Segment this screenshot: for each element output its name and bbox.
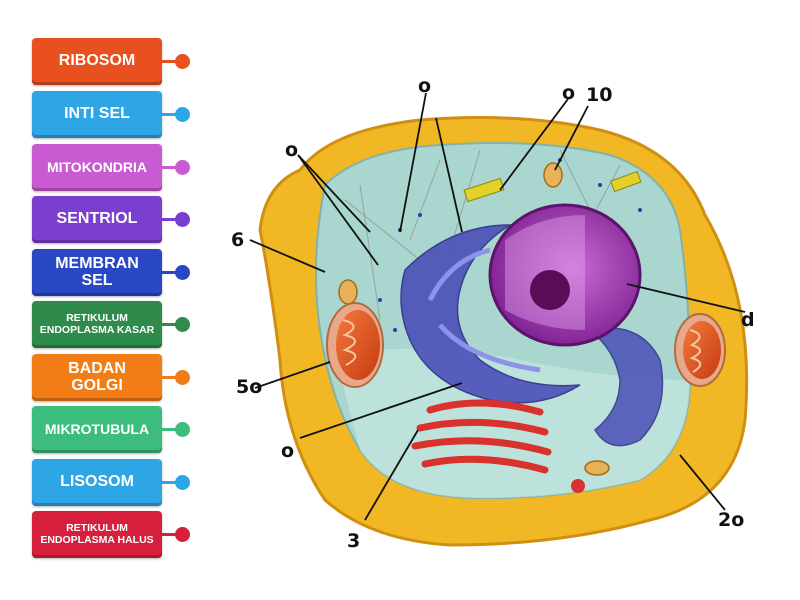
marker-2[interactable]: o	[562, 82, 575, 104]
centriole-shape	[463, 170, 642, 203]
label-drag-handle[interactable]	[175, 317, 190, 332]
label-badan-golgi[interactable]: BADAN GOLGI	[32, 354, 190, 401]
marker-1[interactable]: o	[418, 75, 431, 97]
label-connector-line	[162, 533, 180, 536]
label-membran-sel[interactable]: MEMBRAN SEL	[32, 249, 190, 296]
label-connector-line	[162, 218, 180, 221]
label-inti-sel[interactable]: INTI SEL	[32, 91, 190, 138]
marker-10[interactable]: 3	[347, 530, 360, 552]
label-drag-handle[interactable]	[175, 107, 190, 122]
leader-lines	[249, 92, 746, 521]
label-lisosom[interactable]: LISOSOM	[32, 459, 190, 506]
label-connector-line	[162, 481, 180, 484]
marker-3[interactable]: o	[285, 139, 298, 161]
label-drag-handle[interactable]	[175, 54, 190, 69]
golgi-shape	[411, 399, 552, 474]
label-drag-handle[interactable]	[175, 527, 190, 542]
rough-er-shape	[400, 224, 664, 447]
label-retikulum-endoplasma-kasar[interactable]: RETIKULUM ENDOPLASMA KASAR	[32, 301, 190, 348]
label-connector-line	[162, 166, 180, 169]
marker-11[interactable]: 2o	[718, 509, 744, 531]
label-retikulum-endoplasma-halus[interactable]: RETIKULUM ENDOPLASMA HALUS	[32, 511, 190, 558]
label-connector-line	[162, 60, 180, 63]
label-mikrotubula[interactable]: MIKROTUBULA	[32, 406, 190, 453]
label-mitokondria[interactable]: MITOKONDRIA	[32, 144, 190, 191]
mitochondrion-right	[674, 313, 726, 387]
nucleus-shape	[488, 203, 642, 347]
label-connector-line	[162, 376, 180, 379]
lysosome-top	[543, 162, 563, 188]
label-drag-handle[interactable]	[175, 475, 190, 490]
lysosome-bottom	[584, 460, 610, 476]
label-drag-handle[interactable]	[175, 422, 190, 437]
marker-5[interactable]: d	[741, 309, 755, 331]
label-connector-line	[162, 271, 180, 274]
marker-6[interactable]: 6	[231, 229, 244, 251]
marker-8[interactable]: 5o	[236, 376, 262, 398]
label-connector-line	[162, 323, 180, 326]
label-drag-handle[interactable]	[175, 265, 190, 280]
label-drag-handle[interactable]	[175, 160, 190, 175]
label-connector-line	[162, 428, 180, 431]
mitochondrion-left	[326, 302, 384, 388]
label-ribosom[interactable]: RIBOSOM	[32, 38, 190, 85]
label-connector-line	[162, 113, 180, 116]
golgi-vesicle	[571, 479, 585, 493]
marker-4[interactable]: 10	[586, 84, 612, 106]
marker-7[interactable]: o	[281, 440, 294, 462]
label-drag-handle[interactable]	[175, 370, 190, 385]
lysosome-left	[338, 279, 358, 305]
label-drag-handle[interactable]	[175, 212, 190, 227]
label-sentriol[interactable]: SENTRIOL	[32, 196, 190, 243]
